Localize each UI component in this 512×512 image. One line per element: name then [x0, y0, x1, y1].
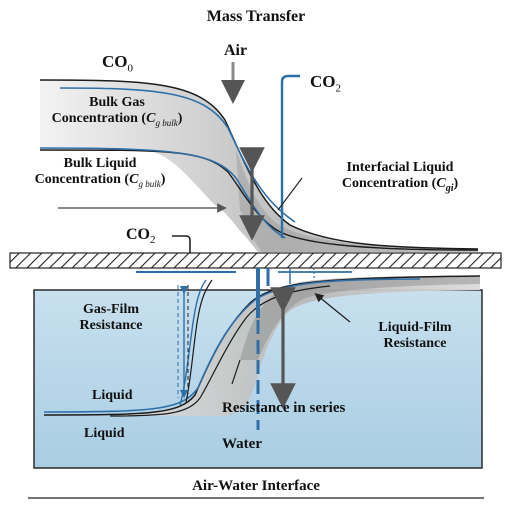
bulk-liquid-subscript: g bulk [138, 178, 161, 189]
bulk-liquid-line2: Concentration (Cg bulk) [5, 172, 195, 189]
interfacial-label: Interfacial Liquid Concentration (Cgi) [300, 160, 500, 194]
bulk-liquid-label: Bulk Liquid Concentration (Cg bulk) [5, 156, 195, 189]
gas-film-line1: Gas-Film [83, 302, 139, 317]
interfacial-pointer [277, 177, 303, 211]
liquid-film-label: Liquid-Film Resistance [340, 320, 490, 352]
bulk-gas-blue-curve [59, 87, 296, 223]
liquid-label-1: Liquid [92, 388, 133, 403]
gas-film-line2: Resistance [79, 318, 143, 334]
liquid-film-pointer [314, 293, 351, 323]
bulk-gas-label: Bulk Gas Concentration (Cg bulk) [22, 95, 212, 128]
co0-subscript: 0 [127, 62, 134, 75]
liquid-profile-dark [240, 276, 480, 360]
interfacial-line1: Interfacial Liquid [346, 160, 454, 175]
co2-top-label: CO2 [310, 72, 341, 95]
bulk-liquid-line2-text: Concentration ( [34, 172, 130, 188]
co0-label: CO0 [102, 52, 133, 75]
interfacial-close: ) [453, 176, 459, 192]
co2-leader [172, 235, 191, 254]
gas-film-label: Gas-Film Resistance [56, 302, 166, 334]
diagram-caption: Air-Water Interface [192, 478, 320, 494]
bulk-gas-line1: Bulk Gas [89, 95, 145, 110]
co2-mid-text: CO [126, 226, 150, 243]
interfacial-line2-text: Concentration ( [341, 176, 437, 192]
co2-top-text: CO [310, 72, 336, 91]
bulk-gas-symbol: C [146, 111, 156, 127]
liquid-film-line1: Liquid-Film [378, 320, 452, 335]
co2-mid-subscript: 2 [150, 234, 156, 247]
interfacial-symbol: C [436, 176, 446, 192]
gas-profile-shade [40, 80, 478, 252]
liquid-film-line2: Resistance [383, 336, 447, 352]
bulk-liquid-close: ) [160, 172, 166, 188]
co2-blue-line [280, 74, 300, 238]
gas-film-curve [185, 279, 213, 403]
bulk-liquid-symbol: C [129, 172, 139, 188]
air-label: Air [224, 42, 248, 59]
interfacial-shade [236, 150, 478, 252]
bulk-gas-close: ) [177, 111, 183, 127]
bulk-liquid-line1: Bulk Liquid [63, 156, 137, 171]
interfacial-subscript: gi [445, 182, 454, 194]
co0-text: CO [102, 52, 128, 71]
interfacial-line2: Concentration (Cgi) [300, 176, 500, 194]
liquid-curve-blue [43, 278, 421, 413]
water-label: Water [222, 436, 262, 452]
interface-bar [9, 252, 502, 269]
bulk-gas-line2: Concentration (Cg bulk) [22, 111, 212, 128]
resistance-series-label: Resistance in series [222, 400, 346, 416]
diagram-title: Mass Transfer [206, 8, 306, 25]
co2-top-subscript: 2 [335, 82, 342, 95]
liquid-label-2: Liquid [84, 426, 125, 441]
co2-mid-label: CO2 [126, 226, 156, 247]
resistance-pointer [231, 359, 241, 385]
bulk-gas-subscript: g bulk [155, 117, 178, 128]
bulk-gas-line2-text: Concentration ( [51, 111, 147, 127]
